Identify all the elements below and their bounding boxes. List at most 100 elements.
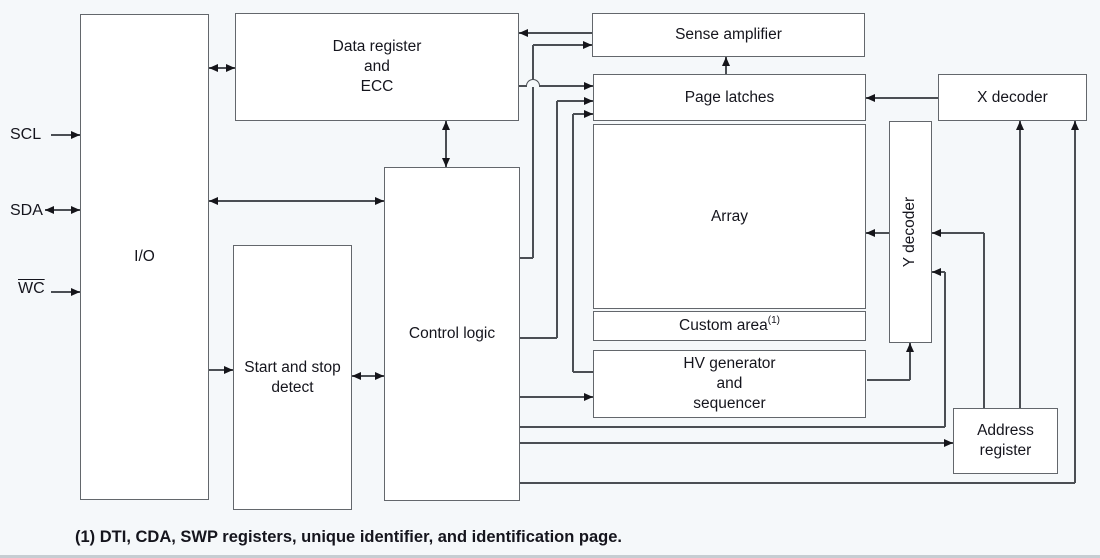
wire-control-logic-y-decoder [944,272,946,427]
arrowhead-wc-io-end [71,287,80,296]
wire-control-logic-y-decoder [520,426,945,428]
block-label-line: X decoder [977,88,1048,106]
block-label: Array [711,207,748,227]
arrowhead-data-register-page-latches-end [584,81,593,90]
arrowhead-io-data-register-end [226,63,235,72]
wire-start-stop-control-logic [352,375,384,377]
block-label-line: Page latches [684,88,775,106]
block-label-line: Start and stop [244,358,341,376]
wire-address-register-y-decoder [983,233,985,408]
signal-text: SCL [10,126,42,143]
arrowhead-start-stop-control-logic-end [375,371,384,380]
block-label-line: Custom area [679,317,768,334]
block-label: Page latches [685,88,775,108]
block-label-line: ECC [360,78,394,95]
wire-address-register-y-decoder [932,232,984,234]
arrowhead-hv-generator-y-decoder-end [905,343,914,352]
arrowhead-control-logic-x-decoder-end [1070,121,1079,130]
arrowhead-data-register-control-logic-end [441,158,450,167]
block-label-line: register [979,442,1032,459]
block-label: Sense amplifier [675,25,782,45]
block-label: Start and stop detect [244,358,341,398]
wire-io-control-logic [209,200,384,202]
block-label: X decoder [977,88,1048,108]
page-bottom-edge [0,555,1100,558]
signal-text: WC [18,280,45,297]
arrowhead-sense-amp-data-register-end [519,28,528,37]
footnote-reference: (1) [767,314,780,326]
wire-hv-generator-page-latches [573,371,593,373]
signal-label-scl: SCL [10,126,41,144]
wire-sda-io [45,209,80,211]
arrowhead-address-register-y-decoder-end [932,228,941,237]
wire-control-logic-x-decoder [1074,121,1076,483]
signal-text: SDA [10,202,43,219]
block-label-line: I/O [134,248,155,265]
wire-control-logic-page-latches [520,337,557,339]
arrowhead-io-data-register-start [209,63,218,72]
signal-label-wc: WC [18,280,45,298]
wire-hop-data-register-page-latches [526,79,540,87]
block-label: HV generator and sequencer [683,354,775,414]
block-label-line: and [716,375,743,392]
block-label-line: Array [710,207,749,225]
block-label-line: Control logic [408,325,496,342]
wire-data-register-control-logic [445,121,447,167]
arrowhead-io-control-logic-start [209,196,218,205]
wire-control-logic-hv-generator [520,396,593,398]
wire-address-register-x-decoder [1019,121,1021,408]
wire-y-decoder-array [866,232,889,234]
wire-control-logic-page-latches [557,100,593,102]
arrowhead-control-logic-hv-generator-end [584,392,593,401]
arrowhead-start-stop-control-logic-start [352,371,361,380]
wire-control-logic-sense-amp [520,257,533,259]
block-page-latches: Page latches [593,74,866,121]
block-y-decoder: Y decoder [889,121,932,343]
block-sense-amplifier: Sense amplifier [592,13,865,57]
wire-control-logic-page-latches [556,101,558,338]
arrowhead-control-logic-sense-amp-end [583,40,592,49]
wire-hv-generator-page-latches [573,113,593,115]
block-hv-generator: HV generator and sequencer [593,350,866,418]
arrowhead-page-latches-sense-amp-end [721,57,730,66]
arrowhead-sda-io-start [45,205,54,214]
wire-wc-io [51,291,80,293]
block-label: I/O [134,247,155,267]
arrowhead-data-register-control-logic-start [441,121,450,130]
block-custom-area: Custom area(1) [593,311,866,341]
block-label-line: Sense amplifier [675,26,782,43]
block-io: I/O [80,14,209,500]
wire-hv-generator-y-decoder [909,343,911,380]
block-start-stop-detect: Start and stop detect [233,245,352,510]
arrowhead-scl-io-end [71,130,80,139]
block-control-logic: Control logic [384,167,520,501]
arrowhead-address-register-x-decoder-end [1015,121,1024,130]
wire-control-logic-sense-amp [533,44,592,46]
block-label-line: HV generator [683,355,776,372]
arrowhead-control-logic-y-decoder-end [932,267,941,276]
wire-hv-generator-page-latches [572,114,574,372]
arrowhead-control-logic-address-register-end [944,438,953,447]
wire-x-decoder-page-latches [866,97,938,99]
arrowhead-control-logic-page-latches-end [584,96,593,105]
arrowhead-io-start-stop-end [224,365,233,374]
block-x-decoder: X decoder [938,74,1087,121]
block-label-line: detect [271,378,314,396]
block-label-line: and [364,58,390,75]
block-label: Custom area(1) [679,314,780,336]
block-label-line: Data register [332,38,422,55]
wire-io-start-stop [209,369,233,371]
block-label-line: sequencer [693,395,766,412]
wire-control-logic-address-register [520,442,953,444]
block-label: Y decoder [901,197,921,267]
wire-control-logic-x-decoder [520,482,1075,484]
wire-io-data-register [209,67,235,69]
arrowhead-y-decoder-array-end [866,228,875,237]
arrowhead-hv-generator-page-latches-end [584,109,593,118]
wire-hv-generator-y-decoder [867,379,910,381]
